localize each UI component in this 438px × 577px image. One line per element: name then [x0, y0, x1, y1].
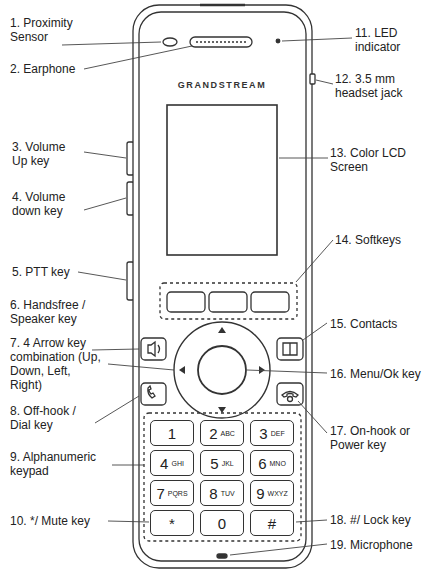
keypad-key: 4GHI: [150, 450, 194, 476]
book-icon: [283, 343, 297, 355]
keypad-key: 5 JKL: [200, 450, 244, 476]
key-letters: JKL: [222, 460, 234, 467]
softkey: [251, 292, 289, 312]
phone-body: [133, 5, 312, 568]
callout-label: 5. PTT key: [12, 265, 92, 279]
leader-line: [84, 46, 192, 69]
leader-line: [62, 42, 161, 45]
leader-line: [84, 152, 126, 158]
softkey: [209, 292, 247, 312]
handset-icon: [148, 386, 155, 398]
leader-line: [303, 323, 327, 340]
leader-line: [92, 349, 139, 350]
callout-label: 12. 3.5 mm headset jack: [335, 72, 425, 100]
keypad-key: 6 MNO: [250, 450, 294, 476]
keypad-key: 7 PQRS: [150, 480, 194, 506]
key-letters: WXYZ: [268, 490, 288, 497]
callout-label: 8. Off-hook / Dial key: [10, 404, 96, 432]
top-edge: [200, 4, 245, 7]
callout-label: 10. */ Mute key: [10, 514, 110, 528]
leader-line: [84, 198, 126, 210]
key-digit: 4: [160, 455, 168, 472]
proximity-sensor: [163, 38, 177, 46]
phone-face: [139, 12, 306, 561]
leader-line: [247, 370, 327, 373]
ok-key: [198, 346, 246, 394]
callout-label: 18. #/ Lock key: [330, 513, 430, 527]
callout-label: 19. Microphone: [330, 538, 430, 552]
dial-key: [141, 383, 166, 405]
leader-line: [108, 364, 174, 370]
leader-line: [296, 520, 327, 522]
key-digit: 2: [209, 425, 217, 442]
arrow-down: [218, 407, 226, 413]
key-letters: PQRS: [168, 490, 188, 497]
lcd-screen: [167, 105, 277, 255]
softkey: [167, 292, 205, 312]
key-digit: 7: [156, 485, 164, 502]
callout-label: 4. Volume down key: [12, 190, 84, 218]
keypad-key: 8 TUV: [200, 480, 244, 506]
keypad-key: *: [150, 510, 194, 536]
leader-line: [95, 396, 139, 423]
callout-label: 16. Menu/Ok key: [330, 367, 430, 381]
leader-line: [230, 544, 327, 555]
arrow-left: [179, 366, 185, 374]
key-digit: 9: [256, 485, 264, 502]
callout-label: 1. Proximity Sensor: [10, 16, 90, 44]
keypad-group: [144, 413, 301, 541]
keypad-key: 0: [200, 510, 244, 536]
key-digit: 3: [259, 425, 267, 442]
key-letters: GHI: [171, 460, 183, 467]
keypad-key: #: [250, 510, 294, 536]
earphone: [190, 37, 252, 47]
arrow-up: [218, 327, 226, 333]
leader-line: [298, 401, 327, 433]
keypad-key: 1: [150, 420, 194, 446]
key-digit: 8: [209, 485, 217, 502]
microphone: [217, 554, 227, 558]
key-letters: ABC: [220, 430, 234, 437]
leader-lines: [62, 38, 352, 555]
leader-line: [112, 465, 144, 466]
leader-line: [78, 272, 126, 280]
brand-name: GRANDSTREAM: [178, 80, 267, 90]
speaker-key: [141, 338, 166, 360]
led-indicator: [276, 39, 280, 43]
softkey-group: [160, 283, 297, 319]
key-letters: MNO: [270, 460, 286, 467]
arrow-right: [259, 366, 265, 374]
callout-label: 7. 4 Arrow key combination (Up, Down, Le…: [10, 336, 106, 392]
leader-line: [282, 38, 352, 41]
leader-line: [316, 80, 333, 84]
key-digit: #: [268, 515, 276, 532]
callout-label: 2. Earphone: [10, 62, 100, 76]
leader-line: [279, 158, 328, 159]
key-letters: DEF: [271, 430, 285, 437]
speaker-icon: [148, 342, 160, 356]
key-digit: *: [169, 515, 175, 532]
callout-label: 6. Handsfree / Speaker key: [10, 298, 100, 326]
callout-label: 9. Alphanumeric keypad: [10, 450, 112, 478]
key-digit: 6: [258, 455, 266, 472]
leader-line: [296, 240, 333, 282]
callout-label: 3. Volume Up key: [12, 140, 84, 168]
callout-label: 13. Color LCD Screen: [330, 146, 425, 174]
power-icon: [288, 397, 293, 402]
keypad-key: 9 WXYZ: [250, 480, 294, 506]
headset-jack: [310, 74, 315, 84]
callout-label: 17. On-hook or Power key: [330, 424, 430, 452]
keypad-key: 2ABC: [200, 420, 244, 446]
contacts-key: [277, 338, 303, 360]
key-digit: 0: [218, 515, 226, 532]
keypad-key: 3 DEF: [250, 420, 294, 446]
earphone-grille: [196, 41, 246, 42]
callout-label: 11. LED indicator: [355, 26, 425, 54]
key-letters: TUV: [221, 490, 235, 497]
key-digit: 5: [210, 455, 218, 472]
leader-line: [108, 521, 149, 522]
key-digit: 1: [168, 425, 176, 442]
callout-label: 14. Softkeys: [335, 233, 425, 247]
callout-label: 15. Contacts: [330, 317, 425, 331]
